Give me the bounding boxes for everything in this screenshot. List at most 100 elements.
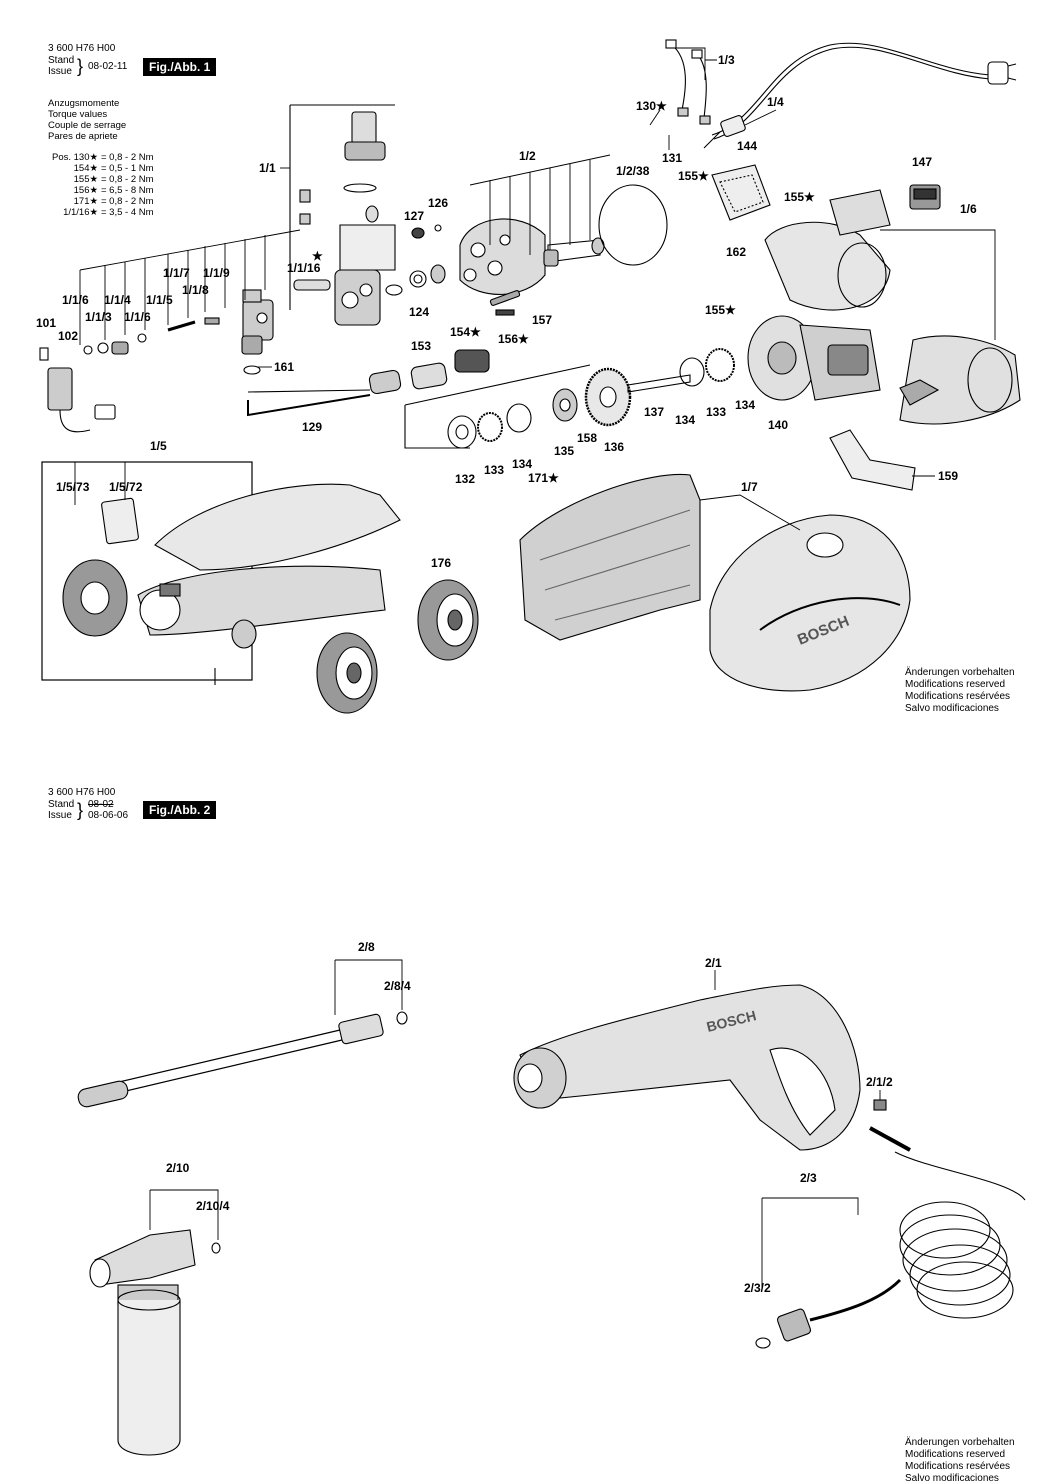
torque-value: = 0,8 - 2 Nm — [101, 152, 154, 163]
label-1-6: 1/6 — [960, 202, 977, 216]
label-147: 147 — [912, 155, 932, 169]
label-134b: 134 — [735, 398, 755, 412]
label-134a: 134 — [675, 413, 695, 427]
fig2-notice-fr: Modifications resérvées — [905, 1461, 1011, 1472]
wheel — [316, 632, 378, 714]
label-137: 137 — [644, 405, 664, 419]
torque-value: = 6,5 - 8 Nm — [101, 185, 154, 196]
label-162: 162 — [726, 245, 746, 259]
label-1-4: 1/4 — [767, 95, 784, 109]
label-2-10-4: 2/10/4 — [196, 1199, 230, 1213]
fig1-issue-label: Issue — [48, 66, 72, 77]
fig2-notice-es: Salvo modificaciones — [905, 1473, 999, 1484]
torque-pos: Pos. 130★ — [51, 152, 98, 163]
label-1-2-38: 1/2/38 — [616, 164, 650, 178]
label-161: 161 — [274, 360, 294, 374]
label-144: 144 — [737, 139, 757, 153]
torque-value: = 0,8 - 2 Nm — [101, 196, 154, 207]
label-1-5: 1/5 — [150, 439, 167, 453]
power-cord — [703, 42, 1017, 149]
label-154: 154★ — [450, 325, 481, 339]
label-140: 140 — [768, 418, 788, 432]
label-1-1: 1/1 — [259, 161, 276, 175]
label-136: 136 — [604, 440, 624, 454]
label-1-5-73: 1/5/73 — [56, 480, 90, 494]
torque-pos: 155★ — [73, 174, 98, 185]
valve-subparts — [39, 289, 263, 433]
label-1-2: 1/2 — [519, 149, 536, 163]
label-1-1-3: 1/1/3 — [85, 310, 112, 324]
torque-title-es: Pares de apriete — [48, 131, 118, 142]
label-1-3: 1/3 — [718, 53, 735, 67]
label-153: 153 — [411, 339, 431, 353]
label-134c: 134 — [512, 457, 532, 471]
bracket — [829, 429, 916, 491]
pump-head-assembly — [242, 104, 396, 341]
label-1-1-5: 1/1/5 — [146, 293, 173, 307]
label-1-1-8: 1/1/8 — [182, 283, 209, 297]
fig2-notice-de: Änderungen vorbehalten — [905, 1437, 1015, 1448]
label-2-1-2: 2/1/2 — [866, 1075, 893, 1089]
trigger-gun: BOSCH — [513, 984, 911, 1152]
label-1-1-4: 1/1/4 — [104, 293, 131, 307]
label-156: 156★ — [498, 332, 529, 346]
fig1-notice-es: Salvo modificaciones — [905, 703, 999, 714]
torque-title-en: Torque values — [48, 109, 108, 120]
label-130: 130★ — [636, 99, 667, 113]
fig2-badge: Fig./Abb. 2 — [143, 801, 217, 819]
torque-title-fr: Couple de serrage — [48, 120, 127, 131]
torque-title-de: Anzugsmomente — [48, 98, 120, 109]
fig1-notice-fr: Modifications resérvées — [905, 691, 1011, 702]
fig2-brace: } — [77, 800, 84, 820]
fig1-date: 08-02-11 — [88, 61, 128, 72]
fig1-notice-en: Modifications reserved — [905, 679, 1006, 690]
fig1-brace: } — [77, 56, 84, 76]
fig1-stand-label: Stand — [48, 55, 75, 66]
label-133a: 133 — [706, 405, 726, 419]
fig2-issue-label: Issue — [48, 810, 72, 821]
label-102: 102 — [58, 329, 78, 343]
label-131: 131 — [662, 151, 682, 165]
switch — [909, 184, 941, 210]
label-126: 126 — [428, 196, 448, 210]
fig1-notice-de: Änderungen vorbehalten — [905, 667, 1015, 678]
label-1-7: 1/7 — [741, 480, 758, 494]
label-1-1-16-star: ★ — [312, 249, 323, 263]
label-1-1-7: 1/1/7 — [163, 266, 190, 280]
label-155c: 155★ — [705, 303, 736, 317]
label-101: 101 — [36, 316, 56, 330]
fig1-badge: Fig./Abb. 1 — [143, 58, 217, 76]
label-171: 171★ — [528, 471, 559, 485]
hose-coil — [755, 1151, 1026, 1349]
leader-lines — [74, 47, 996, 1290]
fig2-stand-label: Stand — [48, 799, 75, 810]
label-2-3: 2/3 — [800, 1171, 817, 1185]
torque-pos: 171★ — [73, 196, 98, 207]
label-1-5-72: 1/5/72 — [109, 480, 143, 494]
label-157: 157 — [532, 313, 552, 327]
motor — [747, 315, 881, 401]
label-133b: 133 — [484, 463, 504, 477]
gear-train — [404, 348, 735, 449]
gear-housing — [459, 184, 668, 306]
label-176: 176 — [431, 556, 451, 570]
label-2-1: 2/1 — [705, 956, 722, 970]
label-127: 127 — [404, 209, 424, 223]
label-155a: 155★ — [678, 169, 709, 183]
carbon-brush-pair — [665, 39, 711, 125]
front-housing: BOSCH — [709, 514, 911, 692]
rear-shell — [519, 473, 701, 641]
label-2-8: 2/8 — [358, 940, 375, 954]
fan-housing — [764, 189, 1021, 425]
torque-pos: 156★ — [73, 185, 98, 196]
fastener-set — [385, 224, 515, 316]
label-158: 158 — [577, 431, 597, 445]
label-1-1-16: 1/1/16 — [287, 261, 321, 275]
label-1-1-6a: 1/1/6 — [62, 293, 89, 307]
label-155b: 155★ — [784, 190, 815, 204]
fig2-date-old: 08-02 — [88, 799, 114, 810]
water-pipe — [243, 349, 490, 417]
foam-bottle — [89, 1229, 221, 1456]
